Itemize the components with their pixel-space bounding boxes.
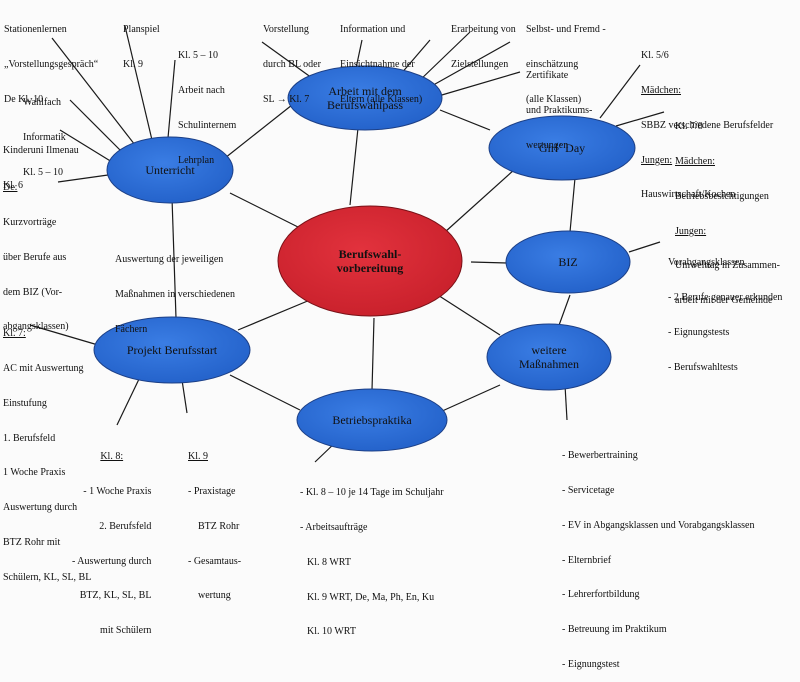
node-berufswahlpass [287,65,443,131]
node-biz [505,230,631,294]
annotation-planspiel: Planspiel Kl. 9 [123,24,160,70]
annotation-projekt-kl9: Kl. 9 - Praxistage BTZ Rohr - Gesamtaus-… [188,451,242,602]
annotation-kl5-10-lehrplan: Kl. 5 – 10 Arbeit nach Schulinternem Leh… [178,50,237,166]
node-label-betriebspraktika: Betriebspraktika [332,413,412,427]
annotation-information: Information und Einsichtnahme der Eltern… [340,24,423,105]
node-betriebspraktika [296,388,448,452]
annotation-wahlfach: Wahlfach Informatik Kl. 5 – 10 [23,97,66,178]
annotation-biz: Vorabgangsklassen - 2 Berufe genauer erk… [668,257,783,373]
node-label-berufswahlpass: Arbeit mit dem Berufswahlpass [327,84,403,112]
node-unterricht [106,136,234,204]
node-label-weitere-massnahmen: weitere Maßnahmen [519,343,579,371]
node-projekt-berufsstart [93,316,251,384]
annotation-vorstellung: Vorstellung durch BL oder SL → Kl. 7 [263,24,321,105]
annotation-auswertung: Auswertung der jeweiligen Maßnahmen in v… [115,254,235,335]
node-label-unterricht: Unterricht [145,163,195,177]
mindmap-canvas [29,25,665,463]
annotation-weitere-massnahmen: - Bewerbertraining - Servicetage - EV in… [562,450,755,670]
node-label-girls-day: Girl´ Day [538,141,586,155]
annotation-de-kurzvortraege: De: Kurzvorträge über Berufe aus dem BIZ… [3,182,69,333]
node-label-berufswahlvorbereitung: Berufswahl- vorbereitung [336,247,404,275]
node-girls-day [488,115,636,181]
annotation-erarbeitung: Erarbeitung von Zielstellungen [451,24,516,70]
annotation-betriebspraktika: - Kl. 8 – 10 je 14 Tage im Schuljahr - A… [300,487,444,638]
annotation-projekt-kl8: Kl. 8: - 1 Woche Praxis 2. Berufsfeld - … [72,451,152,637]
connector-lines [29,25,665,463]
annotation-zertifikate: Zertifikate und Praktikums- wertungen [526,70,593,151]
annotation-selbst-fremd: Selbst- und Fremd - einschätzung (alle K… [526,24,606,105]
node-weitere-massnahmen [486,323,612,391]
node-label-biz: BIZ [558,255,578,269]
annotation-stationenlernen: Stationenlernen „Vorstellungsgespräch“ D… [4,24,99,105]
annotation-girls-day-kl56: Kl. 5/6 Mädchen: SBBZ verschiedene Beruf… [641,50,774,201]
mindmap-nodes [93,65,636,452]
node-berufswahlvorbereitung [277,205,463,317]
annotation-girls-day-kl78: Kl. 7/8 Mädchen: Betriebsbesichtigungen … [675,121,780,307]
annotation-kinderuni: Kinderuni Ilmenau Kl. 6 [3,145,79,191]
node-label-projekt-berufsstart: Projekt Berufsstart [126,343,218,357]
